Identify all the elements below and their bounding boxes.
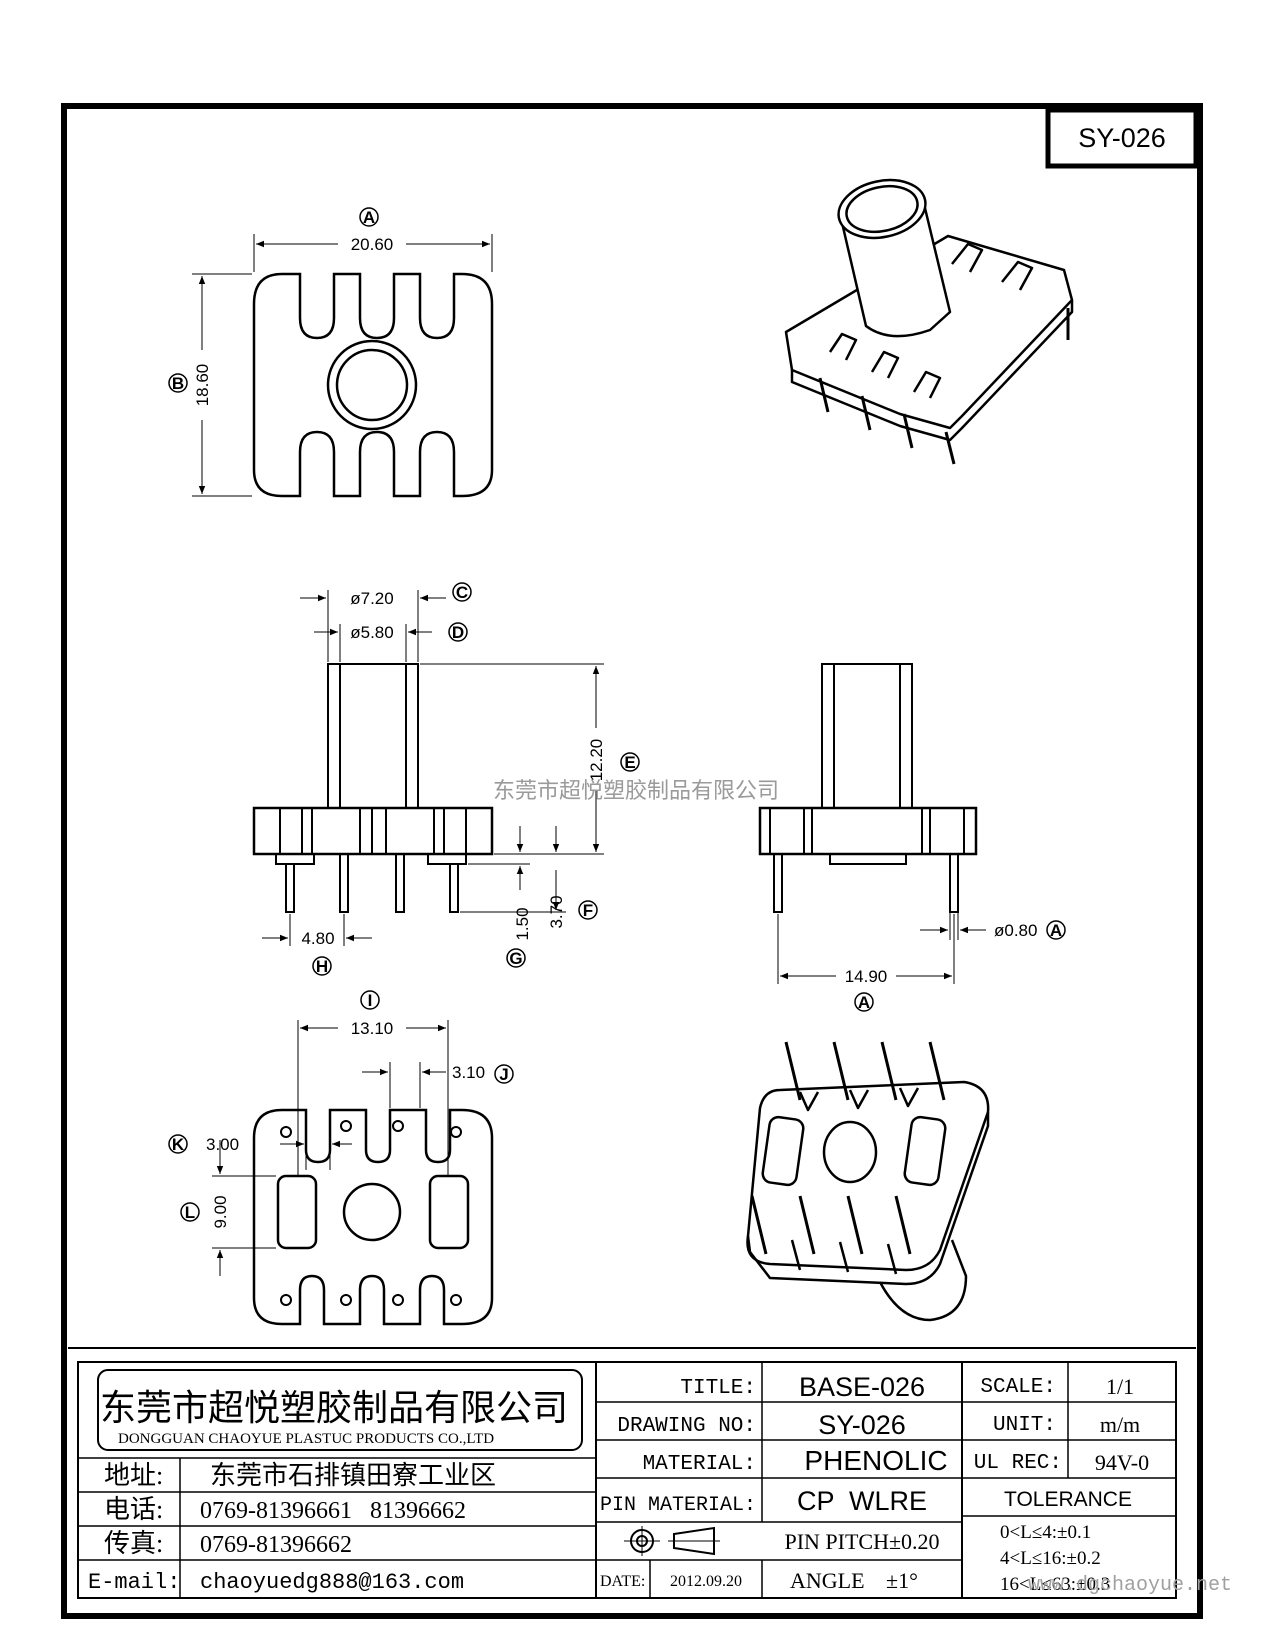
unit-value: m/m	[1100, 1412, 1140, 1437]
marker-f: F	[583, 901, 593, 920]
isometric-view-top	[784, 178, 1074, 465]
dim-h-text: 4.80	[301, 929, 334, 948]
dimension-a-width: 20.60 A	[253, 207, 493, 272]
dimension-l-height: 9.00 L	[180, 1140, 276, 1276]
dimension-a-pin-row: 14.90 A	[777, 914, 955, 1012]
ul-value: 94V-0	[1095, 1450, 1149, 1475]
marker-b: B	[172, 374, 184, 393]
dimension-c-outer-diameter: ø7.20 C	[300, 582, 472, 662]
dim-g-text: 1.50	[513, 907, 532, 940]
marker-a-pin-dia: A	[1050, 921, 1062, 940]
watermark-url: www.dgchaoyue.net	[1028, 1574, 1232, 1597]
pin-material-label: PIN MATERIAL:	[600, 1494, 756, 1517]
address-label: 地址:	[104, 1461, 163, 1490]
dim-d-text: ø5.80	[350, 623, 393, 642]
marker-c: C	[456, 583, 468, 602]
dim-k-text: 3.00	[206, 1135, 239, 1154]
angle-label: ANGLE	[790, 1568, 865, 1593]
dimension-e-height: 12.20 E	[420, 663, 640, 855]
marker-h: H	[316, 957, 328, 976]
material-value: PHENOLIC	[804, 1445, 947, 1476]
marker-j: J	[499, 1065, 508, 1084]
dimension-i-width: 13.10 I	[297, 990, 449, 1176]
pin-pitch: PIN PITCH±0.20	[784, 1529, 939, 1554]
marker-k: K	[172, 1135, 185, 1154]
email-label: E-mail:	[88, 1570, 180, 1595]
sheet-border	[61, 103, 1203, 1619]
address-value: 东莞市石排镇田寮工业区	[210, 1461, 496, 1490]
marker-g: G	[509, 949, 522, 968]
dimension-b-height: 18.60 B	[168, 273, 252, 497]
pin-material-value: CP WLRE	[797, 1486, 927, 1516]
material-label: MATERIAL:	[643, 1453, 756, 1476]
angle-value: ±1°	[886, 1568, 918, 1593]
marker-i: I	[368, 991, 373, 1010]
company-name-en: DONGGUAN CHAOYUE PLASTUC PRODUCTS CO.,LT…	[118, 1431, 494, 1447]
title-value: BASE-026	[799, 1372, 925, 1402]
drawing-number-box: SY-026	[1045, 107, 1199, 169]
tolerance-range-1: 0<L≤4:±0.1	[1000, 1522, 1091, 1543]
phone-label: 电话:	[104, 1495, 163, 1524]
date-value: 2012.09.20	[670, 1573, 742, 1590]
title-block: 东莞市超悦塑胶制品有限公司 DONGGUAN CHAOYUE PLASTUC P…	[77, 1361, 1177, 1599]
dimension-d-inner-diameter: ø5.80 D	[314, 622, 468, 662]
drawing-no-value: SY-026	[818, 1410, 906, 1440]
company-name-cn: 东莞市超悦塑胶制品有限公司	[100, 1388, 568, 1428]
dimension-g-standoff: 1.50 G	[468, 826, 532, 968]
drawing-number-label: SY-026	[1078, 123, 1166, 153]
dim-a-pin-dia-text: ø0.80	[994, 921, 1037, 940]
watermark-company: 东莞市超悦塑胶制品有限公司	[493, 778, 779, 803]
tolerance-label: TOLERANCE	[1004, 1488, 1132, 1511]
fax-label: 传真:	[104, 1529, 163, 1558]
bottom-view	[252, 1108, 494, 1326]
unit-label: UNIT:	[993, 1414, 1056, 1437]
dimension-a-pin-diameter: ø0.80 A	[920, 910, 1066, 940]
marker-a: A	[363, 208, 375, 227]
email-value: chaoyuedg888@163.com	[200, 1570, 464, 1595]
date-label: DATE:	[600, 1573, 645, 1590]
dim-i-text: 13.10	[351, 1019, 394, 1038]
dimension-h-pin-spacing: 4.80 H	[262, 914, 372, 976]
dim-c-text: ø7.20	[350, 589, 393, 608]
ul-label: UL REC:	[974, 1452, 1062, 1475]
dim-a-text: 20.60	[351, 235, 394, 254]
isometric-view-bottom	[746, 1041, 990, 1322]
dim-a-pin-row-text: 14.90	[845, 967, 888, 986]
scale-value: 1/1	[1106, 1374, 1134, 1399]
tolerance-range-3: 16<L≤63:±0.3	[1000, 1574, 1110, 1595]
dimension-j-slot: 3.10 J	[362, 1062, 514, 1108]
dim-b-text: 18.60	[193, 364, 212, 407]
fax-value: 0769-81396662	[200, 1532, 352, 1558]
marker-a-pin-row: A	[858, 993, 870, 1012]
title-label: TITLE:	[680, 1377, 756, 1400]
scale-label: SCALE:	[980, 1376, 1056, 1399]
drawing-no-label: DRAWING NO:	[617, 1415, 756, 1438]
dim-f-text: 3.70	[547, 895, 566, 928]
top-view	[252, 272, 494, 498]
dim-e-text: 12.20	[587, 739, 606, 782]
tolerance-range-2: 4<L≤16:±0.2	[1000, 1548, 1101, 1569]
side-view	[758, 663, 978, 913]
projection-symbol-icon	[624, 1526, 720, 1556]
front-view	[252, 663, 494, 913]
marker-l: L	[185, 1203, 195, 1222]
dim-j-text: 3.10	[452, 1063, 485, 1082]
phone-value: 0769-81396661 81396662	[200, 1498, 466, 1524]
dimension-k-slot: 3.00 K	[168, 1130, 352, 1170]
dimension-f-pin-length: 3.70 F	[460, 826, 598, 929]
marker-d: D	[452, 623, 464, 642]
marker-e: E	[624, 753, 635, 772]
dim-l-text: 9.00	[211, 1195, 230, 1228]
